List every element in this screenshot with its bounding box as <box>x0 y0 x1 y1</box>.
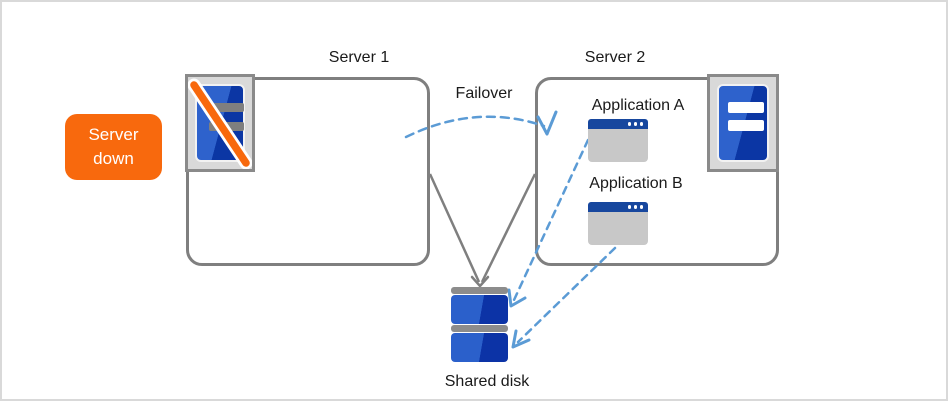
tower-slot <box>209 103 244 112</box>
app-a-disk-arrow <box>512 138 590 302</box>
window-dot-icon <box>639 122 643 126</box>
app-a-arrowhead-icon <box>507 288 527 308</box>
window-titlebar <box>588 202 648 212</box>
window-dot-icon <box>627 122 631 126</box>
app-window-icon <box>588 119 648 162</box>
application-b-label: Application B <box>589 175 683 192</box>
shared-disk-label: Shared disk <box>444 373 530 390</box>
disk-cap <box>451 287 508 294</box>
failover-arrowhead-icon <box>536 110 558 136</box>
window-dot-icon <box>633 205 637 209</box>
app-b-arrowhead-icon <box>511 329 531 349</box>
failover-arrow-curve <box>404 115 546 139</box>
tower-slot <box>728 102 764 113</box>
server2-tower-panel <box>707 74 779 172</box>
app-window-icon <box>588 202 648 245</box>
failover-label: Failover <box>455 85 513 102</box>
disk-connector-arrowhead-icon <box>470 275 490 288</box>
server2-disk-connector <box>480 173 537 283</box>
window-titlebar <box>588 119 648 129</box>
server-tower-icon <box>717 84 769 162</box>
window-dot-icon <box>633 122 637 126</box>
shared-disk-icon <box>451 287 508 363</box>
application-a-label: Application A <box>591 97 685 114</box>
tower-slot <box>728 120 764 131</box>
window-dot-icon <box>639 205 643 209</box>
window-dot-icon <box>627 205 631 209</box>
window-body <box>588 212 648 245</box>
disk-cap <box>451 325 508 332</box>
disk-unit <box>451 295 508 324</box>
down-slash-icon <box>188 78 252 169</box>
server2-title: Server 2 <box>584 49 646 66</box>
server1-disk-connector <box>428 173 481 283</box>
window-body <box>588 129 648 162</box>
server-down-badge: Server down <box>65 114 162 180</box>
server1-title: Server 1 <box>328 49 390 66</box>
server1-tower-panel <box>185 74 255 172</box>
disk-unit <box>451 333 508 362</box>
app-b-disk-arrow <box>516 246 617 344</box>
